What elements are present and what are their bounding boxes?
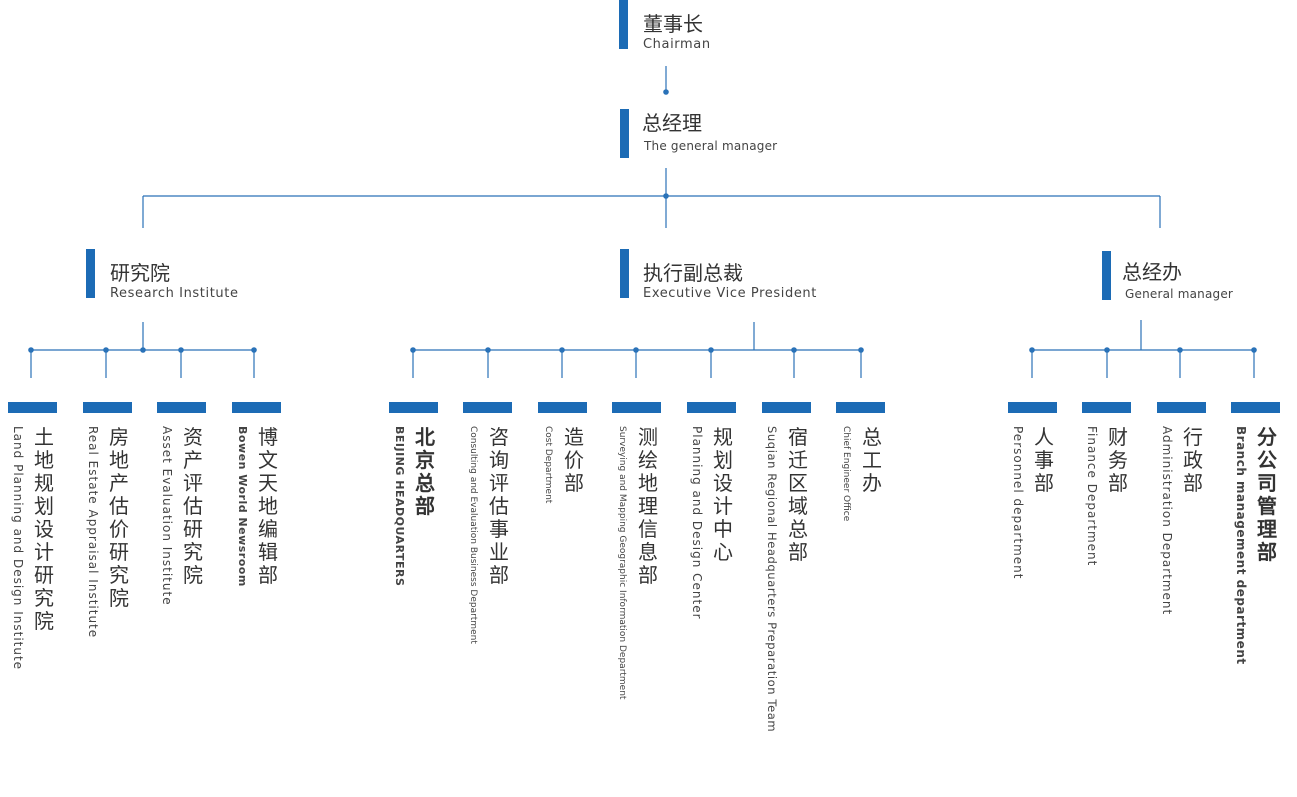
dept-accent-bar [612,402,661,413]
research-institute-node: 研究院 Research Institute [86,249,266,301]
dept-accent-bar [687,402,736,413]
dept-cn-label: 总工办 [862,425,882,495]
executive-vp-node: 执行副总裁 Executive Vice President [620,249,840,301]
general-office-subtitle: General manager [1125,287,1234,301]
dept-en-label: BEIJING HEADQUARTERS [393,426,406,587]
executive-vp-accent-bar [620,249,629,298]
dept-cn-label: 财务部 [1108,425,1128,495]
chairman-subtitle: Chairman [643,37,711,52]
dept-accent-bar [1231,402,1280,413]
dept-accent-bar [463,402,512,413]
dept-en-label: Finance Department [1085,426,1099,567]
dept-cn-label: 土地规划设计研究院 [34,425,54,633]
dept-accent-bar [83,402,132,413]
dept-accent-bar [1082,402,1131,413]
dept-accent-bar [157,402,206,413]
dept-en-label: Branch management department [1234,426,1248,665]
dept-cn-label: 规划设计中心 [713,425,733,564]
dept-accent-bar [8,402,57,413]
dept-en-label: Administration Department [1160,426,1174,616]
dept-en-label: Planning and Design Center [690,426,704,620]
dept-en-label: Asset Evaluation Institute [160,426,174,606]
dept-en-label: Land Planning and Design Institute [11,426,25,671]
dept-cn-label: 测绘地理信息部 [638,425,658,587]
dept-accent-bar [232,402,281,413]
dept-accent-bar [1157,402,1206,413]
dept-en-label: Suqian Regional Headquarters Preparation… [765,426,779,733]
dept-en-label: Surveying and Mapping Geographic Informa… [617,426,627,700]
general-manager-accent-bar [620,109,629,158]
dept-cn-label: 行政部 [1183,425,1203,495]
dept-cn-label: 咨询评估事业部 [489,425,509,587]
general-office-accent-bar [1102,251,1111,300]
dept-en-label: Real Estate Appraisal Institute [86,426,100,639]
chairman-accent-bar [619,0,628,49]
dept-en-label: Bowen World Newsroom [236,426,249,587]
dept-cn-label: 分公司管理部 [1257,425,1277,564]
general-manager-title: 总经理 [642,111,702,135]
dept-en-label: Consulting and Evaluation Business Depar… [468,426,478,644]
dept-cn-label: 北京总部 [415,425,435,518]
executive-vp-subtitle: Executive Vice President [643,286,817,301]
dept-cn-label: 资产评估研究院 [183,425,203,587]
dept-accent-bar [538,402,587,413]
general-office-node: 总经办 General manager [1102,251,1252,301]
executive-vp-title: 执行副总裁 [643,261,743,285]
research-institute-title: 研究院 [110,261,170,285]
dept-accent-bar [762,402,811,413]
dept-accent-bar [389,402,438,413]
dept-cn-label: 造价部 [564,425,584,495]
chairman-title: 董事长 [643,12,703,36]
research-institute-accent-bar [86,249,95,298]
dept-cn-label: 人事部 [1034,425,1054,495]
dept-en-label: Chief Engineer Office [841,426,851,522]
dept-cn-label: 宿迁区域总部 [788,425,808,564]
dept-cn-label: 博文天地编辑部 [258,425,278,587]
dept-en-label: Personnel department [1011,426,1025,580]
chairman-node: 董事长 Chairman [619,0,749,52]
research-institute-subtitle: Research Institute [110,286,239,301]
dept-accent-bar [1008,402,1057,413]
dept-en-label: Cost Department [543,426,553,504]
general-manager-subtitle: The general manager [644,139,778,153]
dept-accent-bar [836,402,885,413]
dept-cn-label: 房地产估价研究院 [109,425,129,610]
general-manager-node: 总经理 The general manager [620,109,790,159]
general-office-title: 总经办 [1122,260,1182,284]
